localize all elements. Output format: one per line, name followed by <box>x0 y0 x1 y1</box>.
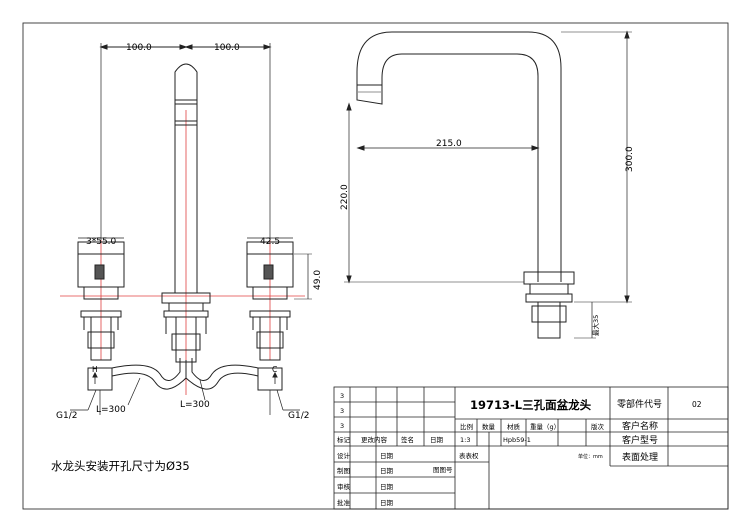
sheet-label: 表表权 <box>459 451 479 460</box>
role-draft: 制图 <box>337 466 350 475</box>
left-handle <box>77 241 125 415</box>
pipe-center-label: L=300 <box>180 400 210 410</box>
date-label-3: 日期 <box>380 483 394 491</box>
rev-row-3: 3 <box>340 422 344 430</box>
col-weight: 重量（g） <box>530 423 560 431</box>
front-view <box>60 43 312 415</box>
right-handle <box>246 241 294 415</box>
scale-value: 1:3 <box>460 436 470 444</box>
drawing-no-label: 图图号 <box>433 466 453 474</box>
col-scale: 比例 <box>460 422 473 431</box>
thread-left-label: G1/2 <box>56 411 77 421</box>
col-quantity: 数量 <box>482 422 496 431</box>
installation-note: 水龙头安装开孔尺寸为Ø35 <box>51 459 190 473</box>
spout-body <box>174 63 198 294</box>
date-label-2: 日期 <box>380 467 394 475</box>
side-view <box>344 30 632 339</box>
role-approve: 批准 <box>337 498 351 507</box>
dim-right-span: 100.0 <box>214 43 240 53</box>
dim-reach-label: 215.0 <box>436 139 462 149</box>
sign-column: 签名 <box>401 435 414 444</box>
change-column: 更改内容 <box>361 435 388 444</box>
date-column: 日期 <box>430 436 444 444</box>
date-label-4: 日期 <box>380 499 394 507</box>
dim-handle-height-label: 49.0 <box>313 270 323 290</box>
hot-mark: H <box>92 365 98 374</box>
drawing-title: 19713-L三孔面盆龙头 <box>470 398 592 412</box>
role-design: 设计 <box>337 451 351 460</box>
col-version: 版次 <box>591 422 605 431</box>
part-code-value: 02 <box>692 400 702 409</box>
role-check: 审核 <box>337 482 351 491</box>
dim-handle-left-label: 3*55.0 <box>86 237 117 247</box>
col-material: 材质 <box>507 422 521 431</box>
dim-left-span: 100.0 <box>126 43 152 53</box>
hoses <box>111 358 259 390</box>
date-label-1: 日期 <box>380 452 394 460</box>
rev-row-2: 3 <box>340 407 344 415</box>
center-lines <box>60 110 305 395</box>
part-code-label: 零部件代号 <box>617 398 662 410</box>
unit-label: 单位：mm <box>578 453 603 460</box>
spout-inner <box>381 53 539 282</box>
thread-right-label: G1/2 <box>288 411 309 421</box>
mark-column: 标记 <box>337 435 351 444</box>
dim-handle-right-label: 42.5 <box>260 237 280 247</box>
pipe-left-label: L=300 <box>96 405 126 415</box>
spout-outer <box>356 31 562 282</box>
surface-treatment-label: 表面处理 <box>622 451 658 463</box>
dim-max-thickness-label: 最大35 <box>591 315 600 336</box>
dim-total-height-label: 300.0 <box>625 146 635 172</box>
dim-spout-height-label: 220.0 <box>340 184 350 210</box>
customer-name-label: 客户名称 <box>622 420 658 432</box>
cold-mark: C <box>272 365 277 374</box>
customer-model-label: 客户型号 <box>622 434 658 446</box>
rev-row-1: 3 <box>340 392 344 400</box>
revision-rows: 3 3 3 <box>340 392 344 430</box>
title-block <box>333 386 729 510</box>
material-value: Hpb59-1 <box>503 436 531 444</box>
